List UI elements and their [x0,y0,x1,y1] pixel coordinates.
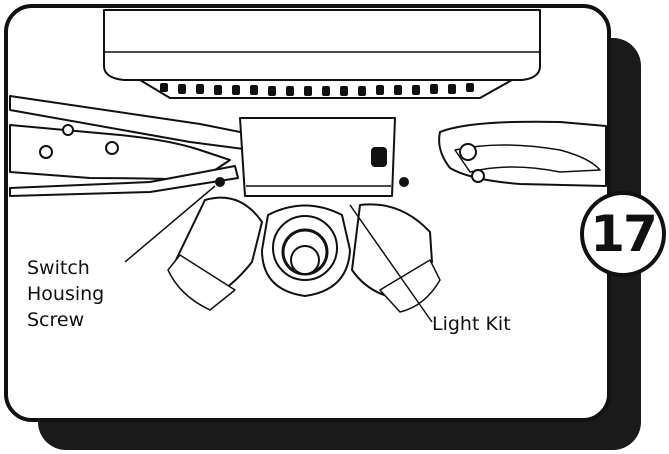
switch-housing-screw-right [399,177,409,187]
light-kit-label: Light Kit [432,313,511,335]
leader-switch-housing-screw [124,185,216,263]
step-number-badge: 17 [580,191,666,277]
leader-light-kit [349,204,433,323]
fan-illustration [9,9,607,313]
switch-housing [239,117,396,197]
motor-housing [103,9,541,81]
switch-housing-screw-left [215,177,225,187]
switch-housing-screw-label: Switch Housing Screw [27,257,105,331]
vent-slots [160,83,474,96]
